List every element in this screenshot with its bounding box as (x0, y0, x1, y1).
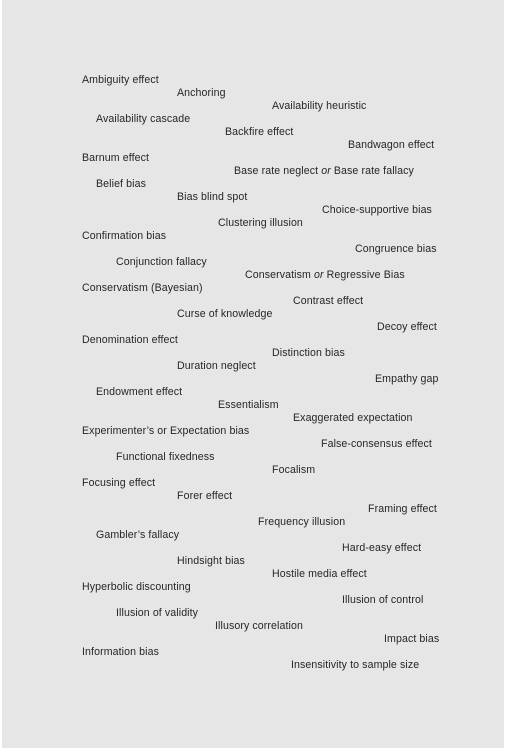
bias-term: Anchoring (177, 87, 226, 99)
bias-term: Curse of knowledge (177, 308, 273, 320)
bias-term: Hostile media effect (272, 568, 367, 580)
bias-term: Illusory correlation (215, 620, 303, 632)
bias-term: Frequency illusion (258, 516, 346, 528)
bias-term: Exaggerated expectation (293, 412, 413, 424)
bias-term: Focusing effect (82, 477, 156, 489)
bias-term-part: Regressive Bias (323, 269, 405, 281)
bias-term: Functional fixedness (116, 451, 215, 463)
bias-term: Confirmation bias (82, 230, 167, 242)
bias-term: Bias blind spot (177, 191, 248, 203)
bias-term: Focalism (272, 464, 316, 476)
bias-term: Congruence bias (355, 243, 437, 255)
bias-term: Contrast effect (293, 295, 364, 307)
bias-term: Gambler’s fallacy (96, 529, 180, 541)
bias-term-conjunction: or (321, 165, 331, 177)
bias-term: Hindsight bias (177, 555, 245, 567)
bias-term: Conjunction fallacy (116, 256, 207, 268)
bias-term: Backfire effect (225, 126, 294, 138)
bias-term: Barnum effect (82, 152, 150, 164)
bias-term: Impact bias (384, 633, 440, 645)
bias-term: Illusion of validity (116, 607, 199, 619)
bias-term: False-consensus effect (321, 438, 432, 450)
bias-term: Illusion of control (342, 594, 424, 606)
bias-term: Clustering illusion (218, 217, 303, 229)
bias-term: Endowment effect (96, 386, 183, 398)
bias-term: Essentialism (218, 399, 279, 411)
bias-term: Insensitivity to sample size (291, 659, 420, 671)
bias-term: Conservatism or Regressive Bias (245, 269, 405, 282)
bias-term: Information bias (82, 646, 159, 658)
bias-term: Decoy effect (377, 321, 437, 333)
bias-term-conjunction: or (314, 269, 324, 281)
bias-term: Experimenter’s or Expectation bias (82, 425, 250, 437)
bias-term: Hard-easy effect (342, 542, 422, 554)
bias-term: Availability heuristic (272, 100, 367, 112)
bias-term: Ambiguity effect (82, 74, 159, 86)
bias-term: Choice-supportive bias (322, 204, 432, 216)
bias-term: Base rate neglect or Base rate fallacy (234, 165, 414, 178)
bias-term: Empathy gap (375, 373, 439, 385)
bias-term: Conservatism (Bayesian) (82, 282, 203, 294)
bias-term-part: Base rate neglect (234, 165, 322, 177)
bias-term-part: Base rate fallacy (330, 165, 414, 177)
bias-term: Framing effect (368, 503, 437, 515)
bias-term-part: Conservatism (245, 269, 315, 281)
bias-term: Hyperbolic discounting (82, 581, 191, 593)
bias-term: Forer effect (177, 490, 233, 502)
bias-term: Duration neglect (177, 360, 256, 372)
bias-term: Belief bias (96, 178, 146, 190)
bias-term: Bandwagon effect (348, 139, 435, 151)
bias-term: Distinction bias (272, 347, 345, 359)
bias-term: Availability cascade (96, 113, 191, 125)
bias-term: Denomination effect (82, 334, 178, 346)
